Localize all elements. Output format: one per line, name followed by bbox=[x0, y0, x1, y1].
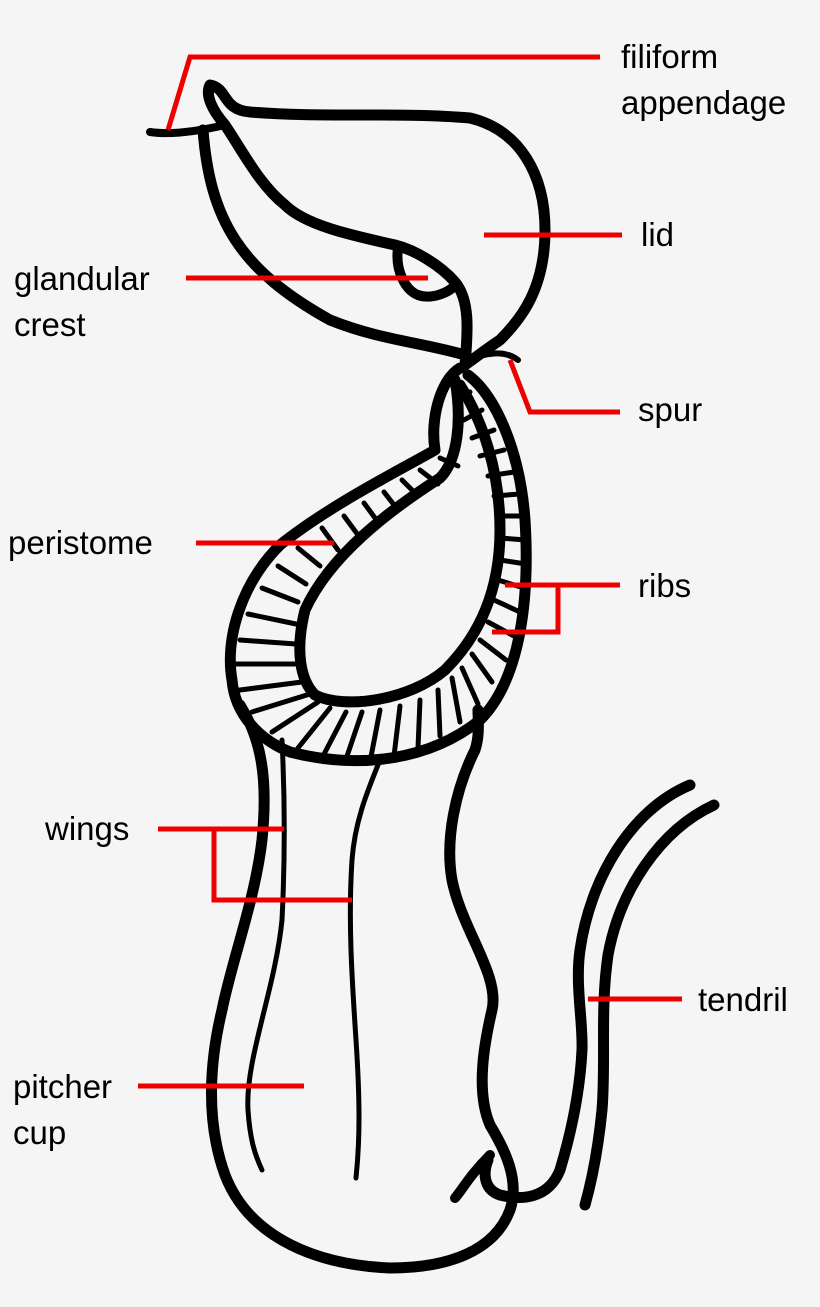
peristome-ribs bbox=[233, 389, 529, 765]
leader-lines bbox=[138, 54, 682, 1089]
label-pitcher-cup: pitcher cup bbox=[13, 1064, 112, 1156]
leader-ribs-bracket bbox=[492, 585, 561, 635]
spur-shape bbox=[462, 350, 521, 365]
lid-lower-edge bbox=[197, 124, 471, 361]
label-ribs: ribs bbox=[638, 567, 692, 604]
pitcher-cup-outline bbox=[206, 699, 519, 1274]
tendril-inner bbox=[579, 799, 720, 1211]
label-glandular-crest: glandular crest bbox=[14, 256, 150, 348]
label-pitcher-cup-line1: pitcher bbox=[13, 1068, 113, 1105]
label-peristome: peristome bbox=[8, 524, 153, 561]
wing-left bbox=[245, 737, 287, 1173]
label-wings: wings bbox=[45, 810, 130, 847]
label-spur: spur bbox=[638, 391, 703, 428]
label-filiform-appendage: filiform appendage bbox=[621, 34, 786, 126]
peristome-outer bbox=[224, 362, 532, 767]
lid-outline bbox=[202, 79, 551, 371]
leader-spur bbox=[507, 359, 620, 415]
tendril-outer bbox=[479, 779, 696, 1203]
label-glandular-crest-line2: crest bbox=[14, 306, 86, 343]
leader-wings-bracket bbox=[211, 829, 352, 903]
label-filiform-appendage-line1: filiform bbox=[621, 38, 719, 75]
glandular-crest-shape bbox=[392, 243, 460, 302]
wing-right bbox=[347, 757, 383, 1181]
label-pitcher-cup-line2: cup bbox=[13, 1114, 67, 1151]
label-glandular-crest-line1: glandular bbox=[14, 260, 150, 297]
leader-filiform-appendage bbox=[165, 54, 600, 131]
label-lid: lid bbox=[641, 216, 675, 253]
label-filiform-appendage-line2: appendage bbox=[621, 84, 787, 121]
label-tendril: tendril bbox=[698, 981, 788, 1018]
filiform-appendage-shape bbox=[146, 121, 229, 138]
